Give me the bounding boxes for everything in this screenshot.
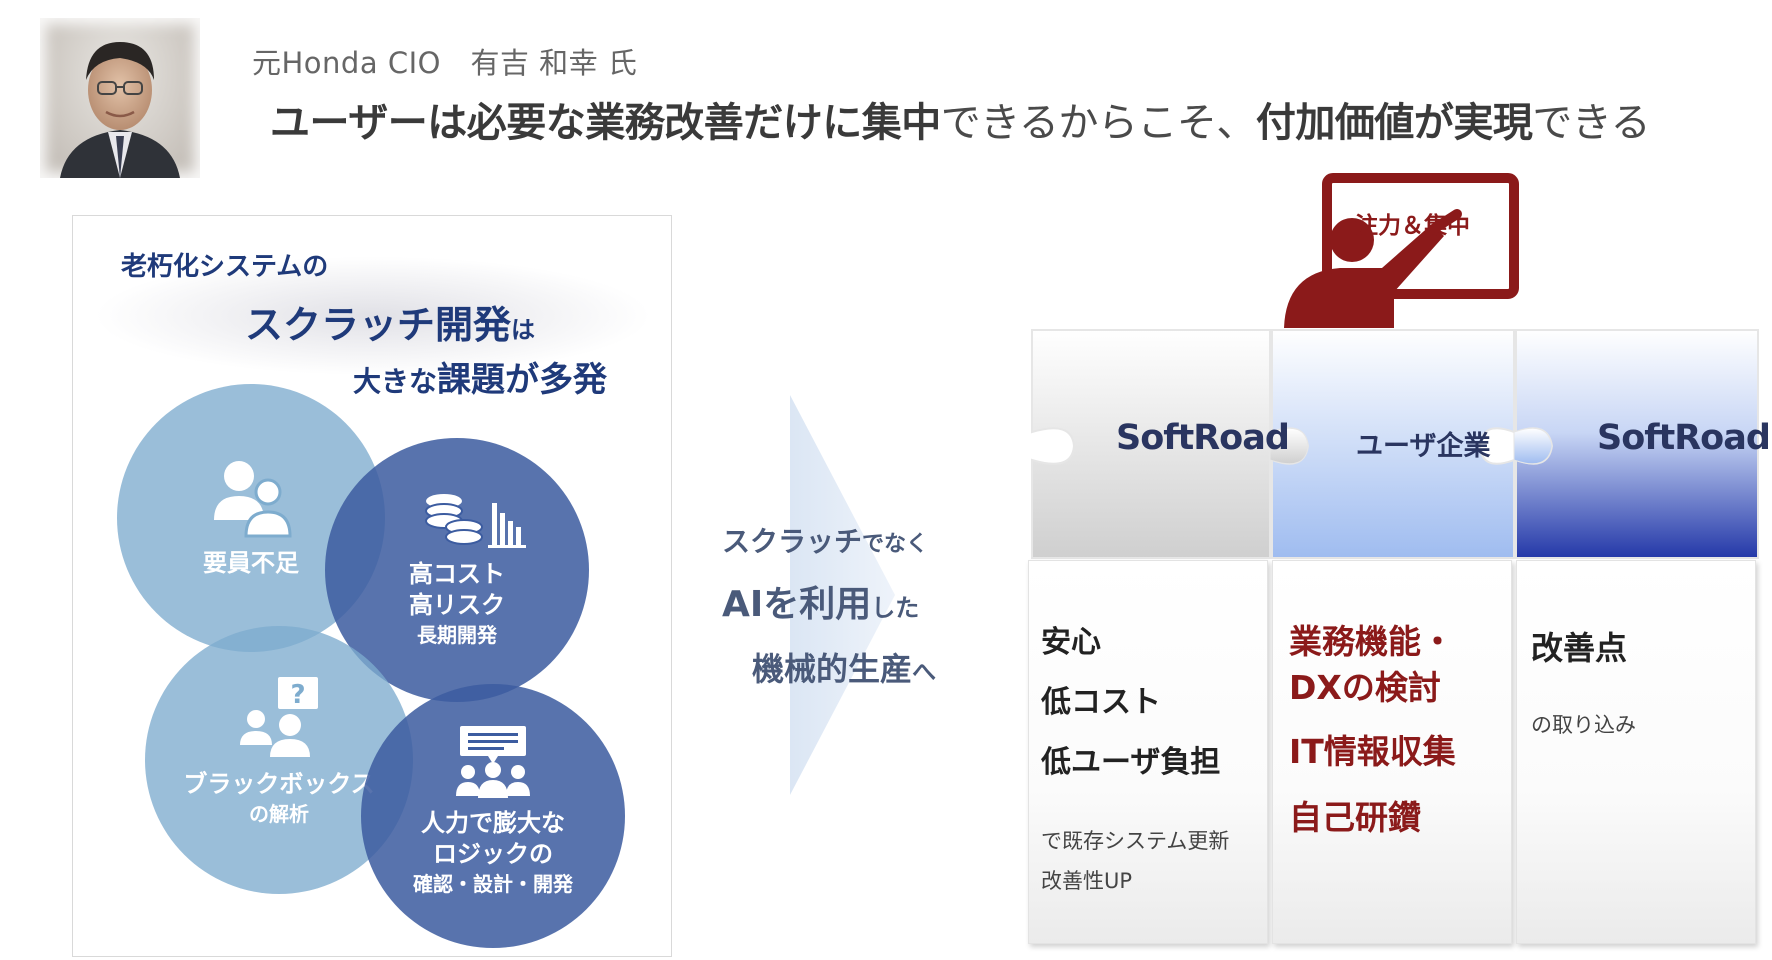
middle-line1-main: スクラッチ xyxy=(722,525,863,558)
column-user-focus: 業務機能・ DXの検討 IT情報収集 自己研鑽 xyxy=(1272,560,1512,944)
problem-title-emphasis: 課題が多発 xyxy=(437,360,608,400)
transition-arrow xyxy=(790,395,895,795)
circle-label: 高コスト xyxy=(409,560,505,588)
benefit-low-user-burden: 低ユーザ負担 xyxy=(1041,745,1221,780)
circle-label: 要員不足 xyxy=(203,548,299,577)
circle-label: 高リスク xyxy=(409,591,505,619)
middle-line2-suffix: した xyxy=(871,594,920,622)
svg-text:?: ? xyxy=(290,680,305,710)
problem-title-line2: スクラッチ開発は xyxy=(245,294,535,349)
problem-panel: 老朽化システムの スクラッチ開発は 大きな課題が多発 要員不足 高コスト 高リス… xyxy=(72,215,672,957)
middle-line3: 機械的生産へ xyxy=(752,644,936,690)
improvement-title: 改善点 xyxy=(1531,629,1628,667)
circle-label: 長期開発 xyxy=(417,623,497,647)
benefit-system-update: で既存システム更新 xyxy=(1041,829,1230,853)
focus-self-study: 自己研鑽 xyxy=(1289,798,1421,837)
title-glow xyxy=(93,256,653,376)
puzzle-label-softroad-right: SoftRoad xyxy=(1597,418,1771,458)
problem-title-prefix: 大きな xyxy=(353,365,438,398)
coins-chart-icon xyxy=(425,494,526,548)
column-improvement: 改善点 の取り込み xyxy=(1516,560,1756,944)
circle-manual-logic: 人力で膨大な ロジックの 確認・設計・開発 xyxy=(361,684,625,948)
improvement-subtitle: の取り込み xyxy=(1531,713,1636,737)
person-silhouette-icon xyxy=(60,42,180,178)
focus-dx-review: DXの検討 xyxy=(1289,668,1441,707)
puzzle-label-softroad-left: SoftRoad xyxy=(1116,418,1290,458)
middle-line1-suffix: でなく xyxy=(862,532,929,557)
problem-title-suffix: は xyxy=(511,316,536,344)
circle-label: の解析 xyxy=(249,801,309,826)
headline-part3: 付加価値が実現 xyxy=(1255,100,1533,146)
focus-label: 注力＆集中 xyxy=(1355,213,1470,239)
speaker-photo xyxy=(40,18,200,178)
page-headline: ユーザーは必要な業務改善だけに集中できるからこそ、付加価値が実現できる xyxy=(270,90,1651,148)
puzzle-graphic xyxy=(1031,329,1759,559)
headline-part1: ユーザーは必要な業務改善だけに集中 xyxy=(270,100,941,146)
circle-label: ブラックボックス xyxy=(183,769,375,798)
middle-line2-main: AIを利用 xyxy=(722,584,872,625)
question-people-icon: ? xyxy=(240,676,318,757)
middle-line3-main: 機械的生産 xyxy=(752,650,913,688)
puzzle-label-user-company: ユーザ企業 xyxy=(1356,431,1491,462)
circle-label: ロジックの xyxy=(433,840,553,868)
circle-high-cost: 高コスト 高リスク 長期開発 xyxy=(325,438,589,702)
middle-line3-suffix: へ xyxy=(912,658,937,686)
middle-line1: スクラッチでなく xyxy=(722,520,928,560)
problem-title-main: スクラッチ開発 xyxy=(245,303,512,347)
presenter-icon xyxy=(1284,173,1519,328)
puzzle-piece-left xyxy=(1031,329,1271,559)
circle-label: 確認・設計・開発 xyxy=(413,872,573,896)
headline-part2: できるからこそ、 xyxy=(940,100,1257,146)
problem-title-line3: 大きな課題が多発 xyxy=(353,352,607,401)
people-icon xyxy=(214,460,292,537)
problem-title-line1: 老朽化システムの xyxy=(121,252,329,282)
column-softroad-benefits: 安心 低コスト 低ユーザ負担 で既存システム更新 改善性UP xyxy=(1028,560,1268,944)
benefit-low-cost: 低コスト xyxy=(1041,685,1161,720)
benefit-improvement: 改善性UP xyxy=(1041,869,1133,893)
group-presentation-icon xyxy=(456,726,530,798)
focus-business-function: 業務機能・ xyxy=(1289,622,1454,661)
circle-label: 人力で膨大な xyxy=(421,809,565,837)
focus-it-info: IT情報収集 xyxy=(1289,732,1456,771)
benefit-peace-of-mind: 安心 xyxy=(1041,625,1101,660)
middle-line2: AIを利用した xyxy=(722,575,919,627)
headline-part4: できる xyxy=(1532,100,1651,146)
speaker-caption: 元Honda CIO 有吉 和幸 氏 xyxy=(252,46,638,80)
